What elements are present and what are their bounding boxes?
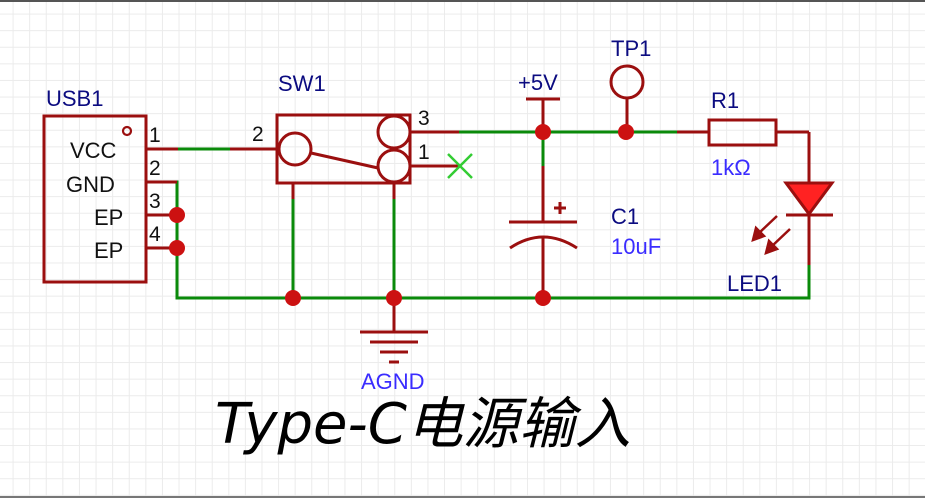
sw1-designator: SW1	[278, 71, 326, 96]
agnd-label: AGND	[361, 369, 425, 394]
junction-dot	[169, 207, 185, 223]
c1-designator: C1	[611, 204, 640, 229]
usb1-pin1-marker	[121, 125, 133, 137]
led1-light-arrows-icon	[751, 215, 791, 255]
tp1-symbol[interactable]	[609, 64, 645, 132]
usb1-pin4-number: 4	[149, 223, 161, 246]
sw1-pin1-number: 1	[418, 141, 430, 164]
r1-body	[707, 118, 778, 147]
power-5v-label: +5V	[518, 70, 558, 95]
junction-dot	[535, 124, 551, 140]
junction-dot	[618, 124, 634, 140]
tp1-pad	[609, 64, 645, 100]
sw1-symbol[interactable]	[230, 113, 460, 199]
canvas-border-top	[0, 0, 925, 2]
junction-dot	[285, 290, 301, 306]
usb1-pin2-name: GND	[66, 172, 115, 197]
led1-triangle	[783, 181, 835, 217]
junctions	[169, 124, 634, 306]
sw1-pin3-number: 3	[418, 107, 430, 130]
usb1-pin2-number: 2	[149, 157, 161, 180]
sheet-title: Type-C电源输入	[215, 392, 631, 457]
led1-designator: LED1	[727, 271, 783, 296]
led1-symbol[interactable]	[751, 181, 835, 265]
agnd-symbol[interactable]	[360, 298, 428, 364]
usb1-pin1-name: VCC	[70, 138, 117, 163]
junction-dot	[386, 290, 402, 306]
usb1-pin3-name: EP	[94, 205, 124, 230]
sw1-contact-3	[376, 114, 412, 150]
wire-gnd-bus[interactable]	[158, 180, 811, 300]
junction-dot	[169, 240, 185, 256]
r1-symbol[interactable]	[677, 118, 811, 182]
no-connect-x-icon	[447, 153, 473, 179]
usb1-pin4-name: EP	[94, 238, 124, 263]
sw1-pin2-number: 2	[252, 123, 264, 146]
usb1-pin1-number: 1	[149, 124, 161, 147]
usb1-pin3-number: 3	[149, 190, 161, 213]
usb1-body	[42, 114, 148, 284]
usb1-designator: USB1	[46, 86, 104, 111]
tp1-designator: TP1	[611, 36, 652, 61]
r1-value: 1kΩ	[711, 155, 751, 180]
c1-value: 10uF	[611, 234, 662, 259]
sw1-contact-1	[376, 148, 412, 184]
canvas-border-bottom	[0, 496, 925, 498]
sw1-body	[275, 113, 412, 185]
c1-symbol[interactable]	[509, 166, 578, 298]
sw1-common-contact	[277, 131, 313, 167]
junction-dot	[535, 290, 551, 306]
r1-designator: R1	[711, 88, 740, 113]
sw1-lever	[310, 151, 379, 170]
